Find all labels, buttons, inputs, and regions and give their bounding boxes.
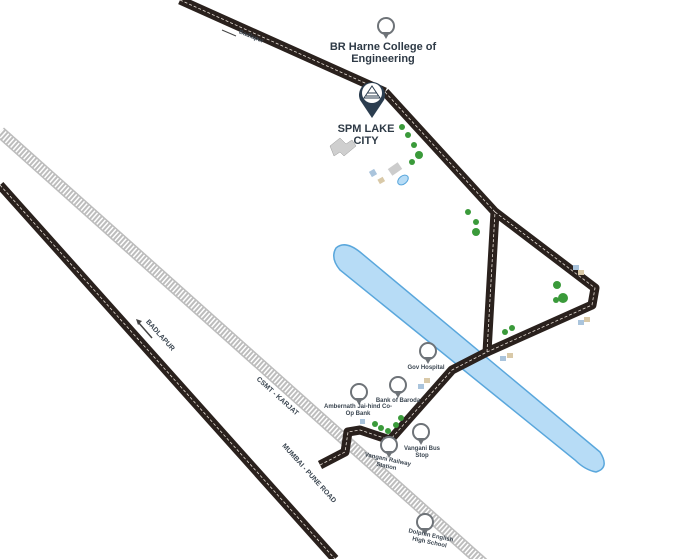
landmark-label-college: BR Harne College of Engineering: [329, 41, 437, 66]
badlapur-left-arrow: [136, 319, 153, 339]
landmark-label-hospital: Gov Hospital: [407, 365, 445, 371]
landmark-label-bank-of-baroda: Bank of Baroda: [375, 398, 421, 404]
bus-icon[interactable]: [412, 423, 430, 445]
project-name: SPM LAKE CITY: [337, 123, 395, 148]
project-location-pin: [359, 82, 385, 118]
buildings: [329, 137, 590, 424]
landmark-label-bus-stop: Vangani Bus Stop: [403, 446, 440, 459]
bank-icon[interactable]: [350, 383, 368, 405]
school-icon[interactable]: [416, 513, 434, 535]
bank-icon[interactable]: [389, 376, 407, 398]
college-icon[interactable]: [377, 17, 395, 39]
railway-line: [0, 127, 488, 559]
badlapur-arrow: [221, 29, 237, 37]
train-icon[interactable]: [380, 436, 398, 458]
hospital-icon[interactable]: [419, 342, 437, 364]
trees: [372, 124, 568, 434]
landmark-label-ambernath-bank: Ambernath Jai-hind Co-Op Bank: [323, 404, 392, 417]
